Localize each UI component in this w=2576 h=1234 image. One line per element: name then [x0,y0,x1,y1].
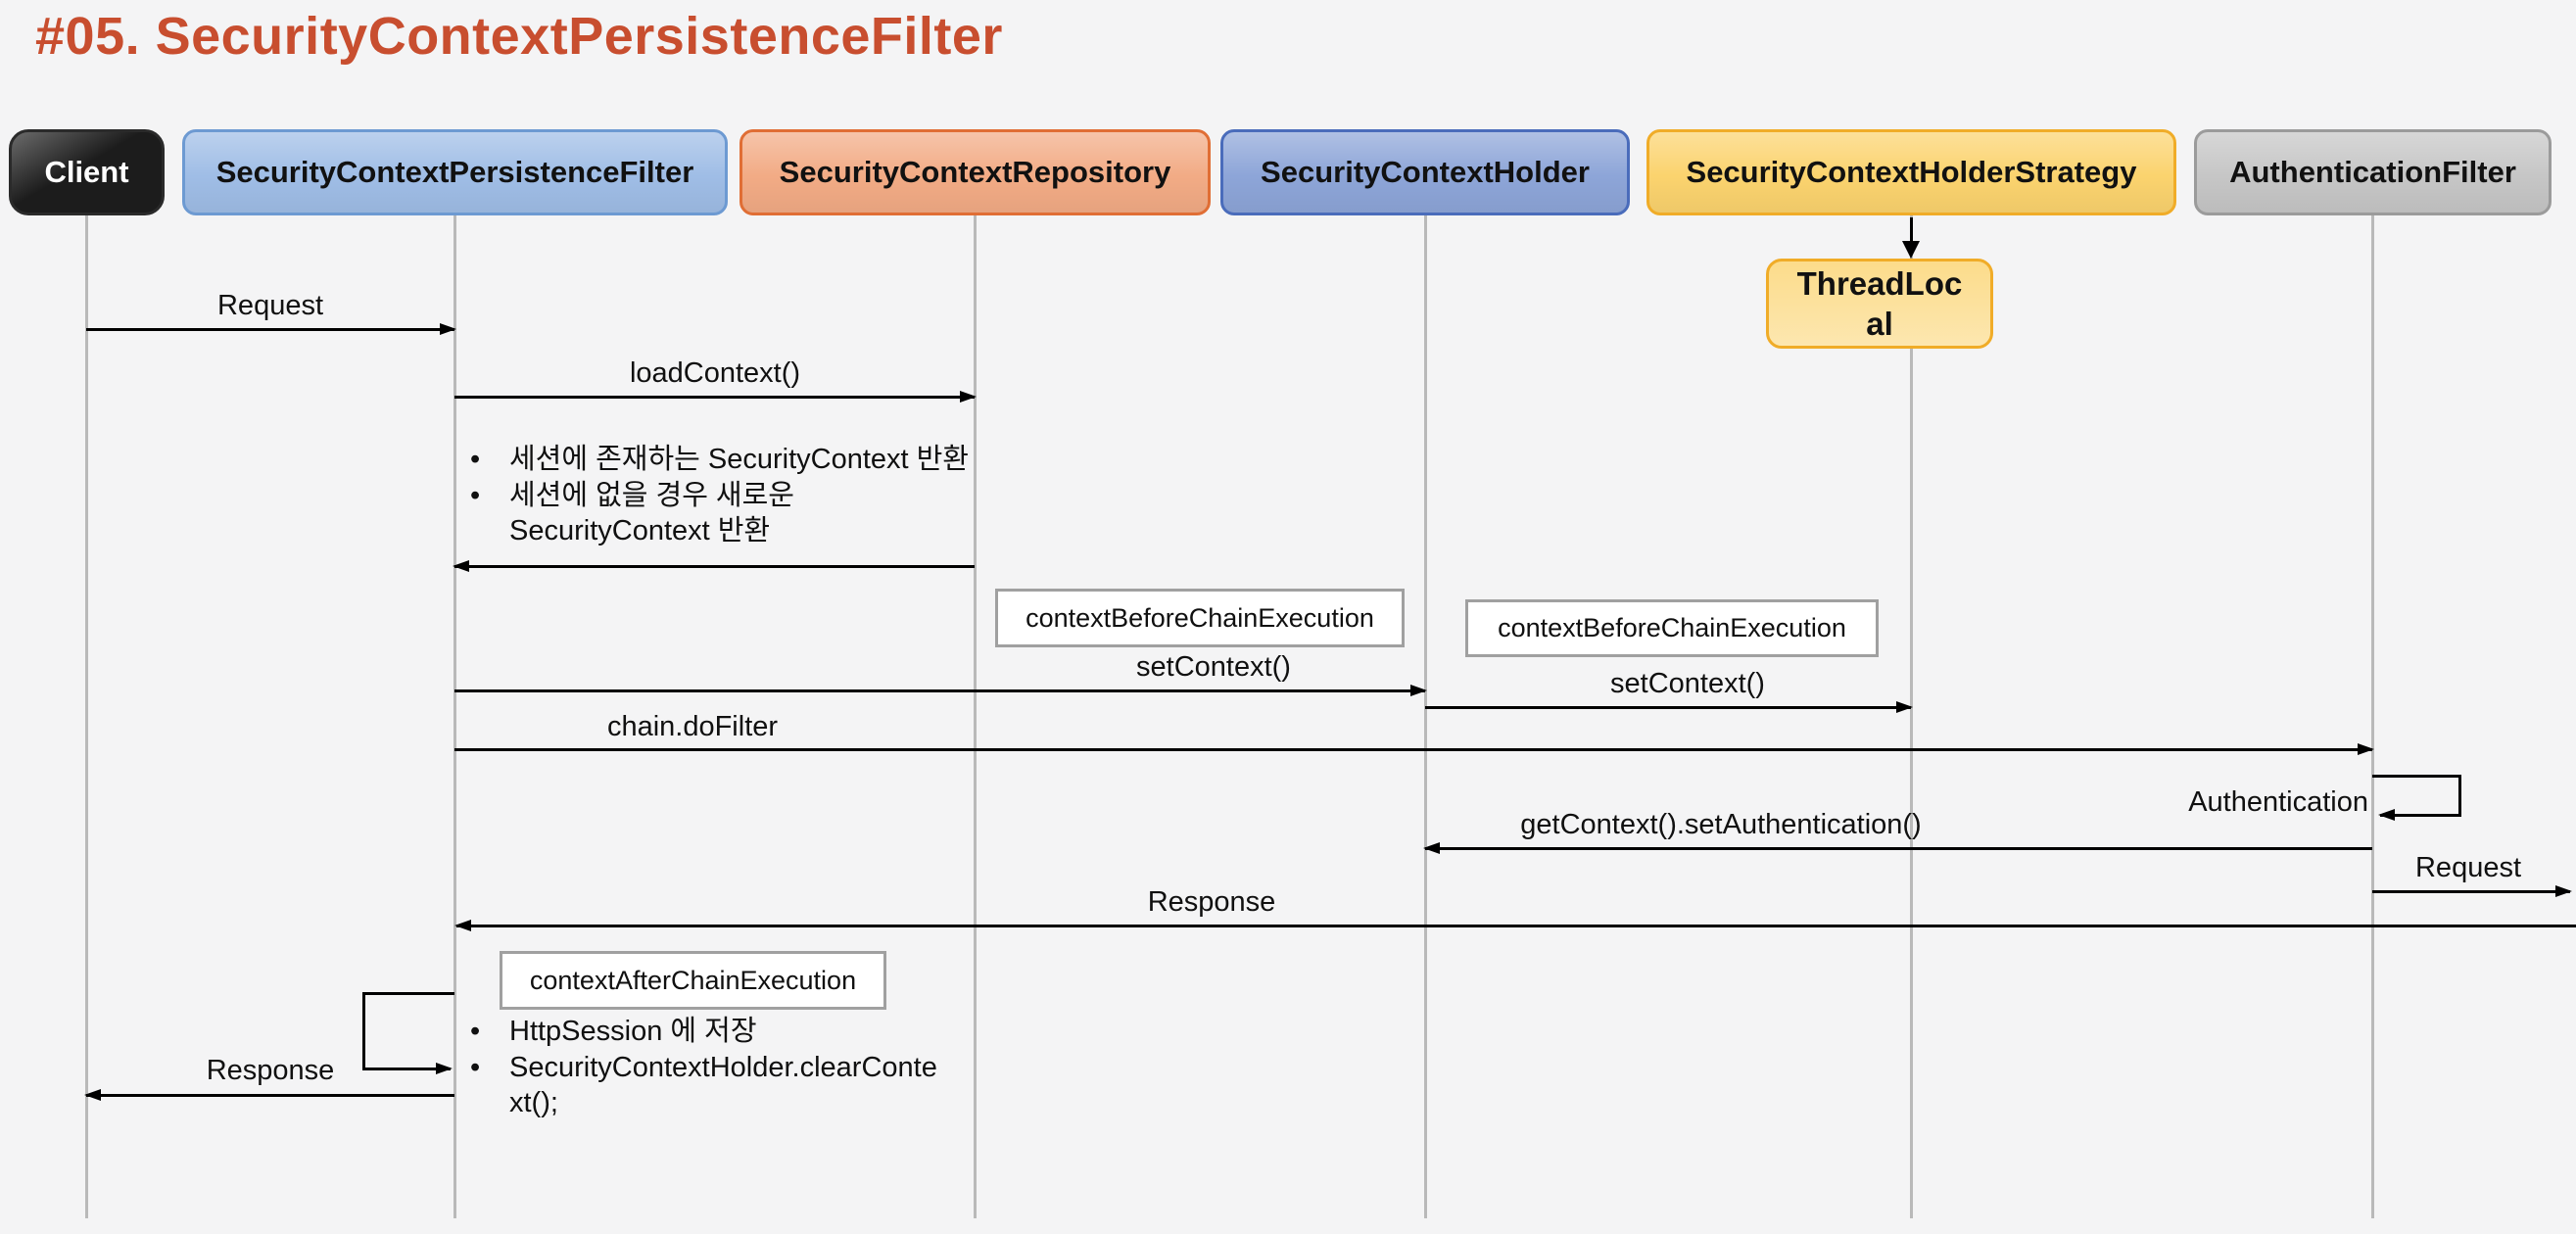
get-context-set-authentication-arrow [1423,842,2372,854]
arrowhead-left-icon [84,1089,101,1101]
authentication-self-right-line [2458,775,2461,816]
note-item: 세션에 없을 경우 새로운 SecurityContext 반환 [456,479,1005,548]
lifeline-security-context-holder-strategy [1909,215,1913,1218]
threadlocal-box: ThreadLocal [1766,259,1993,349]
actor-security-context-persistence-filter: SecurityContextPersistenceFilter [182,129,728,215]
arrowhead-left-icon [2378,809,2395,821]
lifeline-security-context-persistence-filter [453,215,456,1218]
chain-do-filter-arrow [454,743,2374,755]
actor-security-context-holder: SecurityContextHolder [1220,129,1630,215]
actor-client: Client [9,129,165,215]
arrowhead-right-icon [436,1063,453,1074]
context-before-chain-execution-box-2: contextBeforeChainExecution [1465,599,1879,657]
arrowhead-right-icon [2358,743,2374,755]
authentication-label: Authentication [2188,786,2368,818]
set-context-holder-label: setContext() [1610,668,1765,699]
threadlocal-arrow-line [1909,217,1913,245]
actor-security-context-holder-strategy: SecurityContextHolderStrategy [1646,129,2176,215]
filter-self-left-line [362,992,365,1070]
threadlocal-arrow-head-icon [1902,241,1920,259]
authentication-self-return-arrow [2378,809,2461,821]
page-title: #05. SecurityContextPersistenceFilter [35,7,1003,66]
set-context-repo-label: setContext() [1136,651,1291,683]
lifeline-authentication-filter [2370,215,2374,1218]
client-response-label: Response [206,1055,335,1086]
note-item: 세션에 존재하는 SecurityContext 반환 [456,443,1005,478]
load-context-label: loadContext() [629,357,801,389]
actor-authentication-filter: AuthenticationFilter [2194,129,2552,215]
response-arrow [454,920,2576,931]
arrowhead-left-icon [1423,842,1440,854]
client-request-arrow [86,323,456,335]
actor-security-context-repository: SecurityContextRepository [739,129,1211,215]
context-before-chain-execution-box-1: contextBeforeChainExecution [995,589,1405,647]
arrowhead-left-icon [454,920,471,931]
response-label: Response [1147,886,1276,918]
context-after-chain-execution-box: contextAfterChainExecution [500,951,886,1010]
arrowhead-right-icon [960,391,977,403]
arrowhead-right-icon [1896,701,1913,713]
load-context-return-note: 세션에 존재하는 SecurityContext 반환 세션에 없을 경우 새로… [456,443,1005,550]
note-item: SecurityContextHolder.clearConte xt(); [456,1051,946,1120]
note-item: HttpSession 에 저장 [456,1015,946,1050]
repository-return-arrow [453,560,975,572]
lifeline-security-context-holder [1423,215,1427,1218]
client-response-arrow [84,1089,454,1101]
filter-self-return-arrow [363,1063,453,1074]
arrowhead-right-icon [1410,685,1427,696]
filter-self-top-line [362,992,454,995]
filter-request-arrow [2372,885,2572,897]
chain-do-filter-label: chain.doFilter [606,711,779,742]
arrowhead-right-icon [2555,885,2572,897]
lifeline-security-context-repository [973,215,977,1218]
load-context-arrow [454,391,977,403]
get-context-set-authentication-label: getContext().setAuthentication() [1520,809,1922,840]
arrowhead-left-icon [453,560,469,572]
set-context-repo-arrow [454,685,1427,696]
after-chain-note: HttpSession 에 저장 SecurityContextHolder.c… [456,1015,946,1122]
client-request-label: Request [216,290,324,321]
lifeline-client [84,215,88,1218]
arrowhead-right-icon [440,323,456,335]
authentication-self-top-line [2372,775,2461,778]
filter-request-label: Request [2414,852,2522,883]
set-context-holder-arrow [1425,701,1913,713]
